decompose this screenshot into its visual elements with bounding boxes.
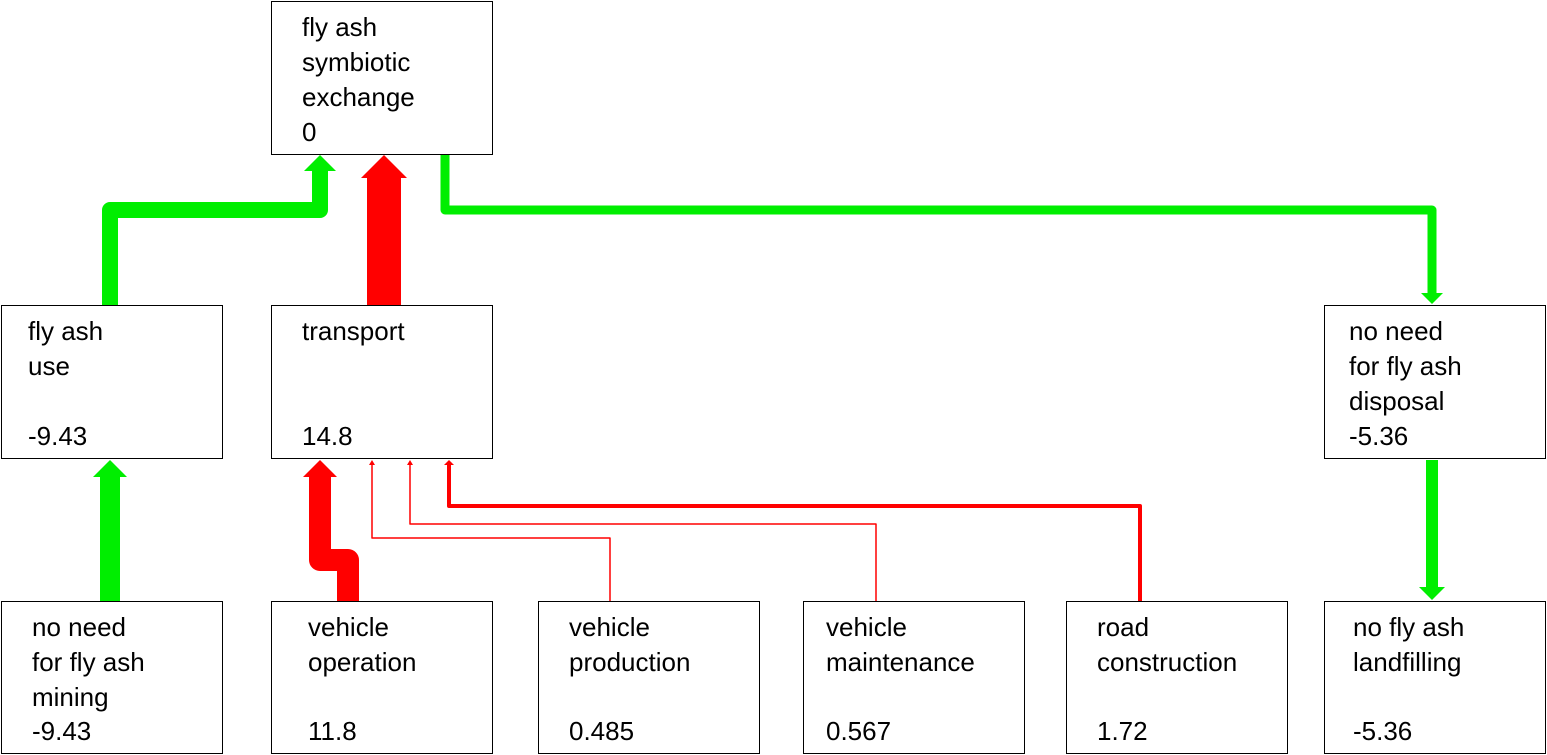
- node-no-fly-ash-landfilling: no fly ash landfilling -5.36: [1324, 601, 1546, 754]
- flow-link-mining-to-use: [93, 460, 127, 601]
- arrowhead-icon: [1421, 293, 1443, 304]
- flow-link-transport-to-exchange: [361, 155, 407, 305]
- node-label: vehicle maintenance: [826, 612, 975, 677]
- flow-link-line: [309, 476, 359, 601]
- node-value: -9.43: [32, 716, 92, 746]
- flow-link-production-to-transport: [369, 460, 611, 601]
- node-value: 0.567: [826, 716, 892, 746]
- flow-link-line: [447, 468, 1142, 601]
- node-value: -5.36: [1349, 421, 1409, 451]
- node-label: no need for fly ash mining: [32, 612, 145, 712]
- node-value: 1.72: [1097, 716, 1148, 746]
- node-fly-ash-use: fly ash use -9.43: [1, 305, 223, 459]
- node-label: vehicle operation: [308, 612, 417, 677]
- node-vehicle-maintenance: vehicle maintenance 0.567: [803, 601, 1025, 754]
- node-value: -5.36: [1353, 716, 1413, 746]
- arrowhead-icon: [407, 460, 413, 465]
- flow-link-line: [371, 466, 611, 601]
- flow-link-operation-to-transport: [303, 460, 359, 601]
- flow-link-line: [409, 466, 877, 601]
- node-value: -9.43: [28, 421, 88, 451]
- arrowhead-icon: [444, 460, 454, 465]
- node-label: fly ash use: [28, 316, 104, 381]
- flow-link-exchange-to-disposal: [440, 155, 1443, 304]
- node-fly-ash-symbiotic-exchange: fly ash symbiotic exchange 0: [271, 1, 493, 155]
- arrowhead-icon: [1419, 587, 1445, 600]
- arrowhead-icon: [93, 460, 127, 477]
- node-label: road construction: [1097, 612, 1238, 677]
- node-label: fly ash symbiotic exchange: [302, 12, 415, 112]
- node-vehicle-operation: vehicle operation 11.8: [271, 601, 493, 754]
- node-label: transport: [302, 316, 405, 346]
- node-transport: transport 14.8: [271, 305, 493, 459]
- node-value: 14.8: [302, 421, 353, 451]
- node-label: no fly ash landfilling: [1353, 612, 1465, 677]
- flow-link-road-to-transport: [444, 460, 1142, 601]
- flow-link-disposal-to-landfilling: [1419, 460, 1445, 600]
- node-value: 0: [302, 117, 317, 147]
- flow-link-maintenance-to-transport: [407, 460, 877, 601]
- node-no-need-for-fly-ash-disposal: no need for fly ash disposal -5.36: [1324, 305, 1546, 459]
- arrowhead-icon: [304, 155, 336, 171]
- arrowhead-icon: [369, 460, 375, 465]
- flow-link-line: [102, 172, 328, 305]
- flow-link-use-to-exchange: [102, 155, 336, 305]
- arrowhead-icon: [303, 460, 337, 477]
- node-value: 0.485: [569, 716, 635, 746]
- node-no-need-for-fly-ash-mining: no need for fly ash mining -9.43: [1, 601, 223, 754]
- flow-link-line: [440, 155, 1437, 288]
- node-label: vehicle production: [569, 612, 691, 677]
- node-vehicle-production: vehicle production 0.485: [538, 601, 760, 754]
- node-value: 11.8: [308, 716, 357, 746]
- node-label: no need for fly ash disposal: [1349, 316, 1462, 416]
- node-road-construction: road construction 1.72: [1066, 601, 1288, 754]
